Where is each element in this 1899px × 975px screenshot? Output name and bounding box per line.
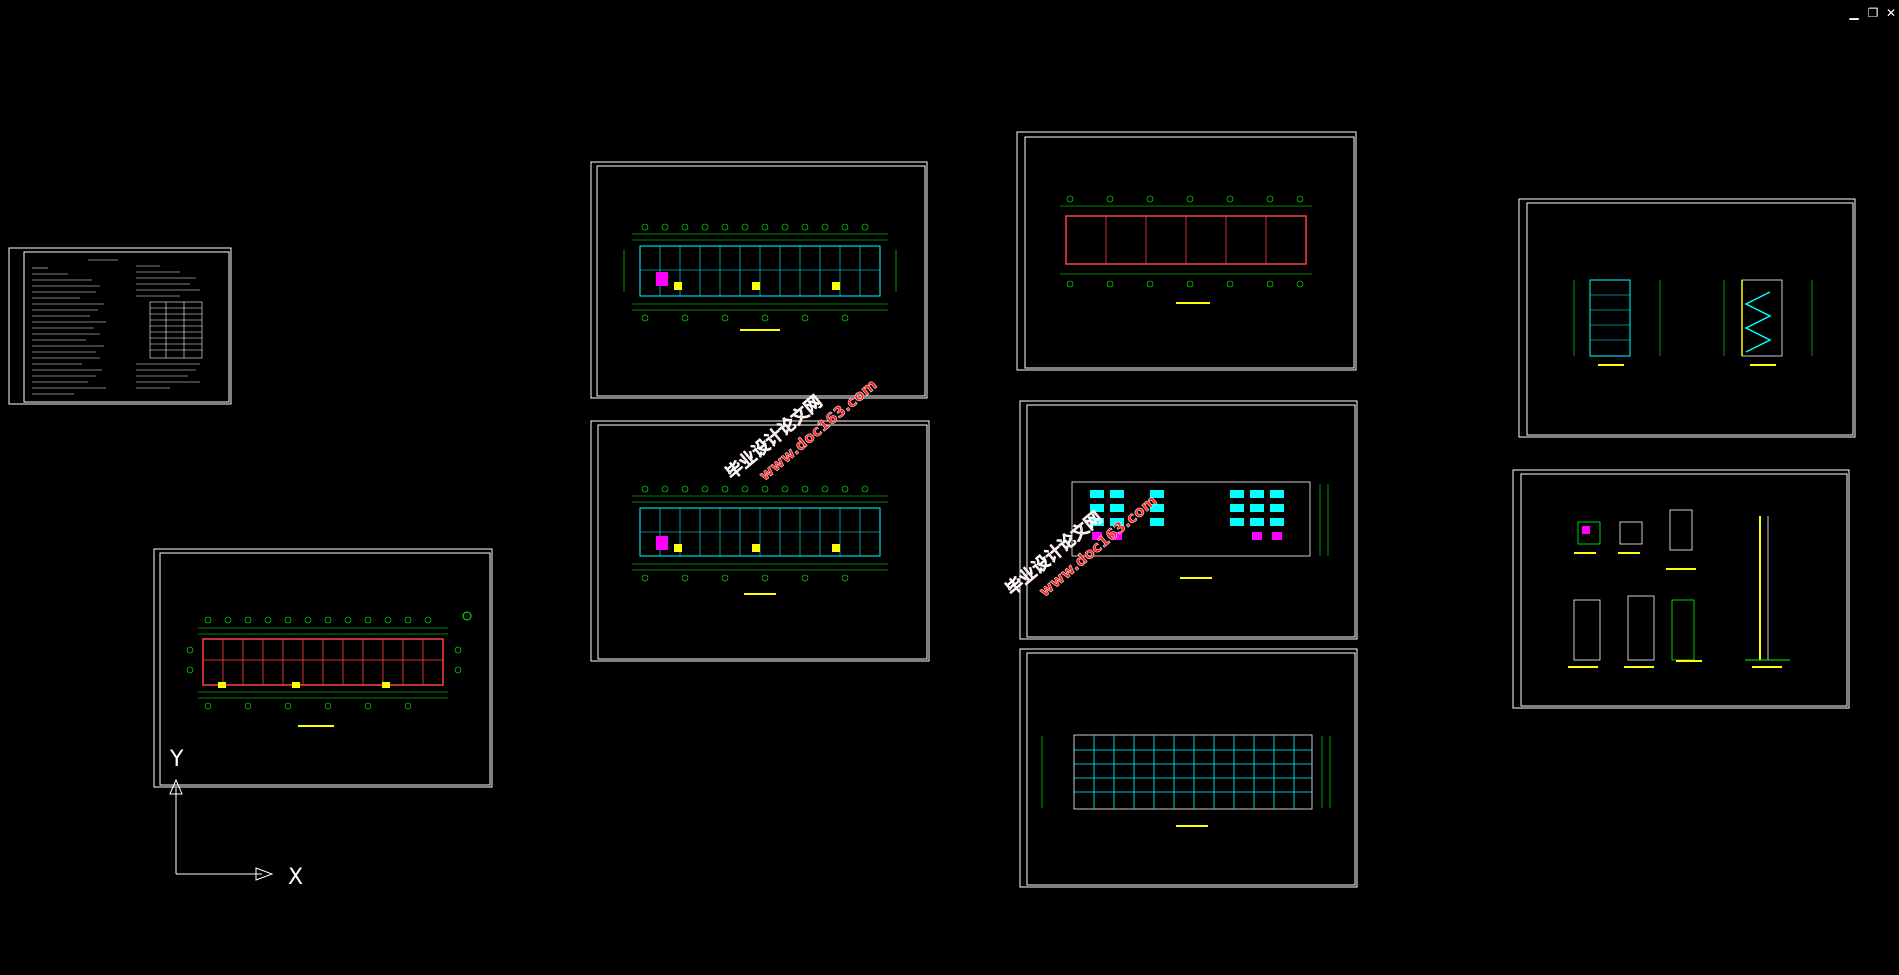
restore-button[interactable]: ❐ (1867, 6, 1879, 20)
minimize-button[interactable]: ▁ (1849, 6, 1859, 20)
section-drawing (1723, 279, 1813, 366)
sheet-details[interactable] (1512, 469, 1850, 709)
ucs-y-label: Y (169, 747, 184, 772)
side-elevation (1573, 279, 1661, 366)
notes-text-block (32, 259, 203, 395)
close-button[interactable]: ✕ (1885, 6, 1897, 20)
sheet-floor-plan-2[interactable] (590, 420, 930, 662)
detail-drawings (1568, 509, 1790, 668)
elevation-drawing (1041, 734, 1331, 827)
sheet-design-notes[interactable] (8, 247, 232, 405)
ucs-icon: Y X (169, 747, 303, 890)
plan-drawing (632, 485, 888, 595)
plan-drawing (623, 223, 897, 331)
sheet-roof-plan[interactable] (1016, 131, 1357, 371)
sheet-south-elevation[interactable] (1019, 400, 1358, 640)
plan-drawing (1060, 195, 1312, 304)
sheet-north-elevation[interactable] (1019, 648, 1358, 888)
elevation-drawing (1071, 481, 1329, 579)
sheet-ground-floor-plan[interactable] (153, 548, 493, 788)
sheet-side-elevation-section[interactable] (1518, 198, 1856, 438)
sheet-standard-floor-plan[interactable] (590, 161, 928, 399)
ucs-x-label: X (288, 865, 303, 890)
plan-drawing (186, 611, 472, 727)
